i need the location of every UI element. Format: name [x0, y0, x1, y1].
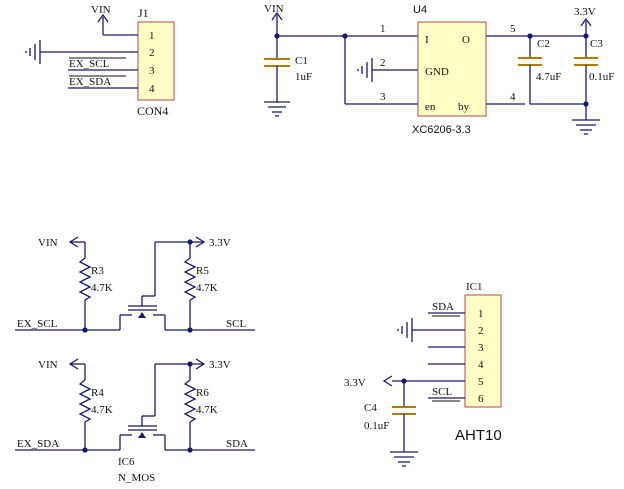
level-shifter-scl: VIN R3 4.7K EX_SCL 3.3V R5 4.7K	[15, 236, 255, 333]
r4-ref: R4	[91, 387, 104, 399]
ic1-pin-3: 3	[478, 342, 484, 354]
j1-pin-1: 1	[149, 30, 155, 42]
ic6-value: N_MOS	[118, 472, 155, 484]
sda-v33-label: 3.3V	[209, 359, 231, 371]
scl-v33-label: 3.3V	[209, 237, 231, 249]
j1-net-sda: EX_SDA	[69, 76, 111, 88]
u4-body	[417, 21, 487, 117]
j1-body	[137, 21, 175, 101]
u4-pin-num-2: 2	[380, 57, 386, 69]
scl-vin-label: VIN	[38, 237, 58, 249]
sda-right-net: SDA	[226, 438, 248, 450]
level-shifter-sda: VIN R4 4.7K EX_SDA IC6 N_MOS 3.3V R6 4	[15, 358, 255, 484]
c4-ref: C4	[364, 402, 377, 414]
ic1-net-sda: SDA	[432, 301, 454, 313]
sda-left-net: EX_SDA	[17, 438, 59, 450]
r5-value: 4.7K	[196, 282, 218, 294]
j1-pin-3: 3	[149, 65, 155, 77]
j1-ref: J1	[138, 6, 149, 20]
r5-ref: R5	[196, 265, 209, 277]
u4-pin-num-4: 4	[510, 91, 516, 103]
u4-pin-gnd: GND	[425, 66, 449, 78]
ic1-net-scl: SCL	[432, 386, 452, 398]
c3-ref: C3	[590, 38, 603, 50]
r6-value: 4.7K	[196, 404, 218, 416]
sda-vin-label: VIN	[38, 359, 58, 371]
c2-value: 4.7uF	[536, 71, 561, 83]
j1-value: CON4	[137, 104, 168, 118]
sensor-ic1: IC1 AHT10 1 2 3 4 5 6 SDA SCL 3.3V	[344, 281, 502, 467]
c1-ref: C1	[295, 55, 308, 67]
u4-pin-num-1: 1	[380, 23, 386, 35]
u4-pin-en: en	[425, 101, 436, 113]
scl-right-net: SCL	[226, 318, 246, 330]
ic1-ref: IC1	[466, 281, 483, 293]
u4-pin-num-3: 3	[380, 91, 386, 103]
c2-ref: C2	[537, 38, 550, 50]
ic1-pin-1: 1	[478, 308, 484, 320]
j1-pin-4: 4	[149, 83, 155, 95]
ic6-ref: IC6	[118, 456, 135, 468]
u4-v33-label: 3.3V	[574, 6, 596, 18]
ic1-body	[464, 294, 502, 408]
j1-net-scl: EX_SCL	[69, 58, 110, 70]
connector-j1: J1 CON4 1 2 3 4 VIN EX_SCL EX_SDA	[25, 4, 175, 118]
ic1-pin-6: 6	[478, 393, 484, 405]
u4-pin-i: I	[425, 34, 429, 46]
u4-pin-num-5: 5	[510, 23, 516, 35]
u4-vin-label: VIN	[264, 3, 284, 15]
c4-value: 0.1uF	[364, 420, 389, 432]
c1-value: 1uF	[295, 71, 312, 83]
r6-ref: R6	[196, 387, 209, 399]
j1-pin-2: 2	[149, 47, 155, 59]
ic1-pin-5: 5	[478, 376, 484, 388]
ic1-value: AHT10	[455, 427, 502, 444]
scl-left-net: EX_SCL	[17, 318, 58, 330]
r3-value: 4.7K	[91, 282, 113, 294]
ic1-pin-4: 4	[478, 359, 484, 371]
u4-ref: U4	[413, 4, 427, 16]
u4-pin-o: O	[462, 34, 470, 46]
r4-value: 4.7K	[91, 404, 113, 416]
ic1-v33-label: 3.3V	[344, 377, 366, 389]
u4-pin-by: by	[458, 101, 470, 113]
u4-value: XC6206-3.3	[412, 124, 471, 136]
r3-ref: R3	[91, 265, 104, 277]
j1-vin-label: VIN	[91, 4, 111, 16]
c3-value: 0.1uF	[589, 71, 614, 83]
ic1-pin-2: 2	[478, 325, 484, 337]
regulator-u4: VIN C1 1uF I O GND en by 1 2 3 4	[264, 3, 614, 136]
